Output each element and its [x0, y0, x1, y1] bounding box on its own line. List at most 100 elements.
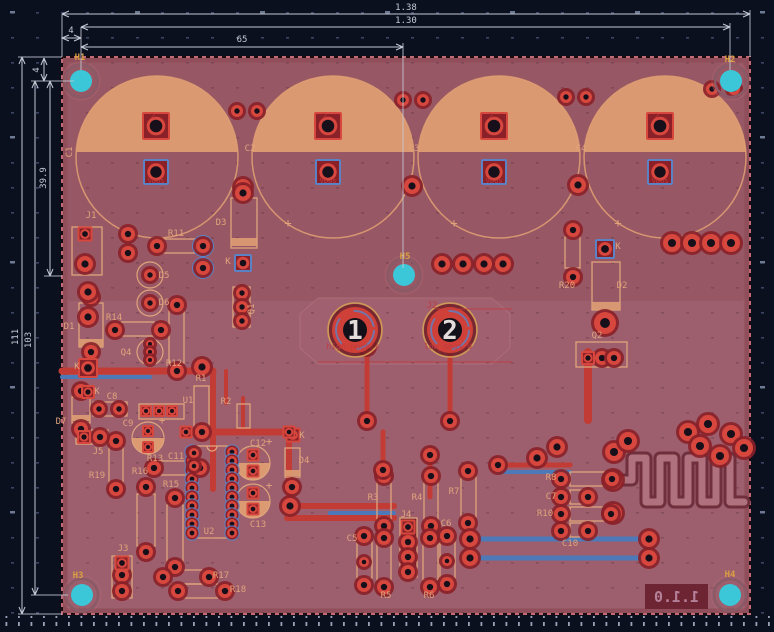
- through-hole-pad[interactable]: [420, 445, 440, 465]
- through-hole-pad[interactable]: [136, 542, 156, 562]
- square-pad[interactable]: [480, 112, 508, 140]
- through-hole-pad[interactable]: [106, 431, 126, 451]
- through-hole-pad[interactable]: [77, 306, 99, 328]
- square-pad[interactable]: [114, 555, 130, 571]
- square-pad[interactable]: [246, 502, 260, 516]
- through-hole-pad[interactable]: [437, 574, 457, 594]
- through-hole-pad[interactable]: [136, 477, 156, 497]
- through-hole-pad[interactable]: [604, 348, 624, 368]
- through-hole-pad[interactable]: [732, 436, 756, 460]
- through-hole-pad[interactable]: [577, 88, 595, 106]
- through-hole-pad[interactable]: [421, 466, 441, 486]
- square-pad[interactable]: [314, 112, 342, 140]
- through-hole-pad[interactable]: [473, 253, 495, 275]
- mounting-hole-H2[interactable]: [711, 61, 751, 101]
- component-outline[interactable]: [236, 403, 251, 429]
- through-hole-pad[interactable]: [420, 528, 440, 548]
- square-pad[interactable]: [77, 430, 91, 444]
- through-hole-pad[interactable]: [551, 469, 571, 489]
- through-hole-pad[interactable]: [165, 488, 185, 508]
- through-hole-pad[interactable]: [420, 577, 440, 597]
- through-hole-pad[interactable]: [233, 284, 251, 302]
- through-hole-pad[interactable]: [192, 257, 214, 279]
- through-hole-pad[interactable]: [168, 581, 188, 601]
- square-pad[interactable]: [78, 358, 98, 378]
- through-hole-pad[interactable]: [233, 298, 251, 316]
- through-hole-pad[interactable]: [215, 581, 235, 601]
- through-hole-pad[interactable]: [147, 236, 167, 256]
- through-hole-pad[interactable]: [118, 243, 138, 263]
- through-hole-pad[interactable]: [228, 102, 246, 120]
- through-hole-pad[interactable]: [192, 422, 212, 442]
- square-pad[interactable]: [81, 385, 95, 399]
- through-hole-pad[interactable]: [459, 528, 481, 550]
- through-hole-pad[interactable]: [398, 562, 418, 582]
- through-hole-pad[interactable]: [153, 567, 173, 587]
- through-hole-pad[interactable]: [688, 434, 712, 458]
- through-hole-pad[interactable]: [551, 504, 571, 524]
- square-pad[interactable]: [595, 239, 615, 259]
- square-pad[interactable]: [166, 405, 178, 417]
- through-hole-pad[interactable]: [141, 266, 159, 284]
- through-hole-pad[interactable]: [373, 460, 393, 480]
- through-hole-pad[interactable]: [431, 253, 453, 275]
- through-hole-pad[interactable]: [458, 461, 478, 481]
- through-hole-pad[interactable]: [638, 547, 660, 569]
- square-pad[interactable]: [179, 425, 193, 439]
- square-pad[interactable]: [647, 159, 673, 185]
- through-hole-pad[interactable]: [356, 554, 372, 570]
- through-hole-pad[interactable]: [143, 353, 157, 367]
- through-hole-pad[interactable]: [401, 175, 423, 197]
- through-hole-pad[interactable]: [680, 231, 704, 255]
- through-hole-pad[interactable]: [279, 495, 301, 517]
- through-hole-pad[interactable]: [374, 577, 394, 597]
- through-hole-pad[interactable]: [77, 281, 99, 303]
- square-pad[interactable]: [142, 425, 154, 437]
- through-hole-pad[interactable]: [186, 445, 202, 461]
- square-pad[interactable]: [246, 448, 260, 462]
- through-hole-pad[interactable]: [90, 427, 110, 447]
- through-hole-pad[interactable]: [81, 342, 101, 362]
- through-hole-pad[interactable]: [354, 526, 374, 546]
- through-hole-pad[interactable]: [557, 88, 575, 106]
- through-hole-pad[interactable]: [602, 469, 622, 489]
- component-outline[interactable]: [138, 403, 185, 420]
- square-pad[interactable]: [646, 112, 674, 140]
- through-hole-pad[interactable]: [141, 294, 159, 312]
- through-hole-pad[interactable]: [551, 487, 571, 507]
- through-hole-pad[interactable]: [233, 312, 251, 330]
- square-pad[interactable]: [246, 464, 260, 478]
- mounting-hole-H5[interactable]: [384, 255, 424, 295]
- through-hole-pad[interactable]: [354, 575, 374, 595]
- through-hole-pad[interactable]: [563, 267, 583, 287]
- through-hole-pad[interactable]: [192, 235, 214, 257]
- through-hole-pad[interactable]: [398, 532, 418, 552]
- through-hole-pad[interactable]: [708, 444, 732, 468]
- through-hole-pad[interactable]: [191, 356, 213, 378]
- through-hole-pad[interactable]: [719, 231, 743, 255]
- through-hole-pad[interactable]: [248, 102, 266, 120]
- through-hole-pad[interactable]: [459, 547, 481, 569]
- through-hole-pad[interactable]: [696, 412, 720, 436]
- through-hole-pad[interactable]: [151, 320, 171, 340]
- through-hole-pad[interactable]: [439, 553, 455, 569]
- through-hole-pad[interactable]: [546, 436, 568, 458]
- through-hole-pad[interactable]: [167, 295, 187, 315]
- through-hole-pad[interactable]: [112, 581, 132, 601]
- through-hole-pad[interactable]: [186, 458, 202, 474]
- through-hole-pad[interactable]: [551, 521, 571, 541]
- square-pad[interactable]: [143, 159, 169, 185]
- through-hole-pad[interactable]: [452, 253, 474, 275]
- through-hole-pad[interactable]: [638, 528, 660, 550]
- through-hole-pad[interactable]: [282, 477, 302, 497]
- square-pad[interactable]: [77, 226, 93, 242]
- through-hole-pad[interactable]: [74, 253, 96, 275]
- square-pad[interactable]: [140, 405, 152, 417]
- through-hole-pad[interactable]: [414, 91, 432, 109]
- square-pad[interactable]: [142, 441, 154, 453]
- mounting-hole-H4[interactable]: [710, 575, 750, 615]
- through-hole-pad[interactable]: [616, 429, 640, 453]
